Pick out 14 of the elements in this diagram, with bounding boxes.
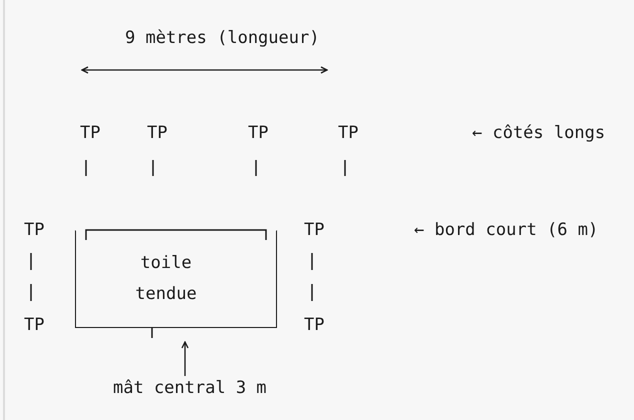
peg-label: TP: [147, 122, 168, 144]
arrow: [181, 341, 189, 376]
dimension-label: 9 mètres (longueur): [125, 27, 320, 49]
canvas-label: toile tendue: [134, 252, 198, 306]
peg-label: TP: [80, 122, 100, 144]
peg-label: TP: [304, 219, 324, 241]
side-label: ← côtés longs: [472, 122, 606, 144]
peg-label: TP: [248, 122, 268, 144]
peg-label: TP: [24, 314, 44, 336]
side-label: ← bord court (6 m): [414, 219, 598, 241]
peg-label: TP: [24, 219, 44, 241]
peg-label: TP: [304, 314, 324, 336]
peg-label: TP: [338, 122, 358, 144]
canvas-box: [75, 230, 277, 328]
